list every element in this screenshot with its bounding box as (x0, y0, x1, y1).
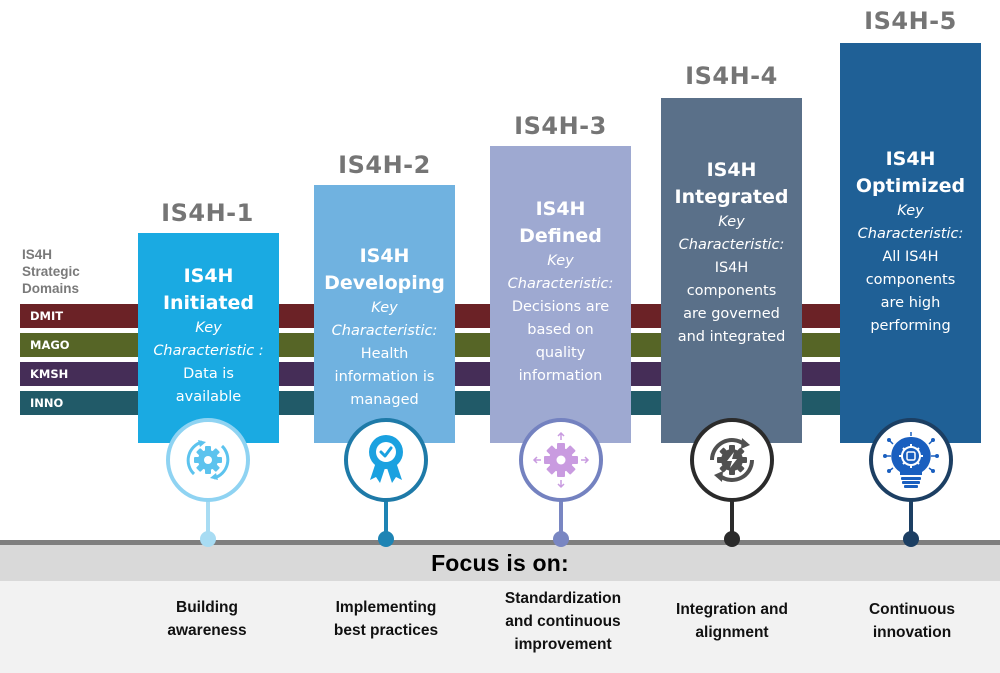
level-description-line: Health (360, 346, 409, 362)
icon-circle-4 (690, 418, 774, 502)
timeline-dot-2 (378, 531, 394, 547)
domain-label: DMIT (30, 309, 64, 323)
level-title-5: IS4H-5 (864, 7, 957, 35)
domain-label: MAGO (30, 338, 70, 352)
connector-stem-3 (559, 500, 563, 538)
timeline-dot-5 (903, 531, 919, 547)
level-name-line: Defined (519, 225, 602, 247)
focus-item-line: Standardization (504, 590, 622, 607)
focus-item-5: Continuous innovation (827, 598, 997, 644)
focus-item-line: Building (176, 599, 238, 616)
connector-stem-5 (909, 500, 913, 538)
level-column-3: IS4H Defined Key Characteristic: Decisio… (490, 146, 631, 443)
level-name-line: IS4H (183, 265, 234, 287)
connector-stem-4 (730, 500, 734, 538)
level-description-line: components (865, 272, 956, 288)
timeline-dot-3 (553, 531, 569, 547)
level-description-line: available (175, 389, 242, 405)
focus-item-line: innovation (872, 624, 952, 641)
key-label: Key (547, 253, 574, 269)
level-description-line: managed (350, 392, 419, 408)
level-description-line: performing (870, 318, 951, 334)
key-label: Key (371, 300, 398, 316)
level-name-line: Integrated (674, 186, 789, 208)
timeline-dot-4 (724, 531, 740, 547)
focus-items-area (0, 581, 1000, 673)
icon-circle-5 (869, 418, 953, 502)
level-description-line: are governed (683, 306, 780, 322)
connector-stem-2 (384, 500, 388, 538)
level-title-1: IS4H-1 (161, 199, 254, 227)
focus-item-3: Standardization and continuous improveme… (478, 587, 648, 656)
gear-expand-icon (532, 431, 590, 489)
focus-item-line: and continuous (505, 613, 621, 630)
gear-cycle-icon (186, 440, 230, 480)
key-label: Key (718, 214, 745, 230)
key-label: Characteristic: (507, 276, 614, 292)
level-column-2: IS4H Developing Key Characteristic: Heal… (314, 185, 455, 443)
level-description-line: information (518, 368, 603, 384)
level-title-2: IS4H-2 (338, 151, 431, 179)
domains-label-line: Domains (22, 281, 80, 296)
icon-circle-2 (344, 418, 428, 502)
level-description-line: Data is (183, 366, 234, 382)
key-label: Key (195, 320, 222, 336)
domain-label: INNO (30, 396, 64, 410)
focus-item-line: alignment (695, 624, 769, 641)
domains-label-line: Strategic (22, 264, 80, 279)
focus-band: Focus is on: (0, 545, 1000, 581)
icon-circle-3 (519, 418, 603, 502)
focus-item-line: best practices (333, 622, 439, 639)
key-label: Key (897, 203, 924, 219)
level-name-line: Initiated (162, 292, 255, 314)
level-column-5: IS4H Optimized Key Characteristic: All I… (840, 43, 981, 443)
level-description-line: Decisions are (511, 299, 610, 315)
level-column-1: IS4H Initiated Key Characteristic : Data… (138, 233, 279, 443)
level-name-line: IS4H (359, 245, 410, 267)
domains-label-line: IS4H (22, 247, 53, 262)
level-description-line: All IS4H (882, 249, 939, 265)
focus-item-line: improvement (514, 636, 612, 653)
key-label: Characteristic: (678, 237, 785, 253)
icon-circle-1 (166, 418, 250, 502)
key-label: Characteristic: (857, 226, 964, 242)
focus-item-1: Building awareness (122, 596, 292, 642)
connector-stem-1 (206, 500, 210, 538)
level-title-3: IS4H-3 (514, 112, 607, 140)
level-name-line: Optimized (855, 175, 966, 197)
focus-item-4: Integration and alignment (647, 598, 817, 644)
strategic-domains-label: IS4H Strategic Domains (22, 246, 132, 297)
gear-sync-icon (710, 438, 754, 482)
level-description-line: are high (880, 295, 941, 311)
level-name-line: IS4H (706, 159, 757, 181)
level-name-line: IS4H (885, 148, 936, 170)
lightbulb-gear-icon (883, 432, 939, 488)
level-name-line: Developing (324, 272, 445, 294)
level-name-line: IS4H (535, 198, 586, 220)
focus-item-line: Integration and (676, 601, 788, 618)
award-badge-icon (369, 435, 403, 483)
focus-item-2: Implementing best practices (301, 596, 471, 642)
focus-title: Focus is on: (431, 550, 569, 576)
domain-label: KMSH (30, 367, 69, 381)
level-column-4: IS4H Integrated Key Characteristic: IS4H… (661, 98, 802, 443)
key-label: Characteristic : (153, 343, 264, 359)
timeline-axis (0, 540, 1000, 545)
focus-item-line: Continuous (868, 601, 956, 618)
focus-item-line: Implementing (335, 599, 437, 616)
level-description-line: and integrated (677, 329, 786, 345)
timeline-dot-1 (200, 531, 216, 547)
key-label: Characteristic: (331, 323, 438, 339)
level-description-line: IS4H (714, 260, 749, 276)
level-description-line: quality (535, 345, 586, 361)
level-title-4: IS4H-4 (685, 62, 778, 90)
focus-item-line: awareness (167, 622, 247, 639)
level-description-line: based on (527, 322, 594, 338)
level-description-line: information is (334, 369, 435, 385)
level-description-line: components (686, 283, 777, 299)
